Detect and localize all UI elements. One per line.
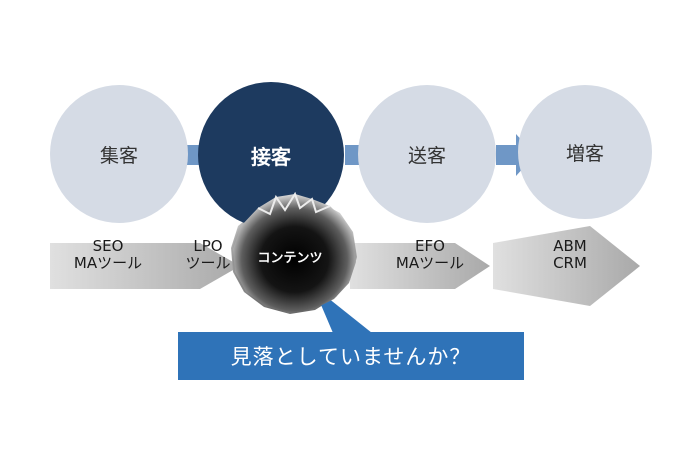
tool-label: MAツール [73,254,143,272]
callout-text: 見落としていませんか？ [230,345,472,369]
tool-label: SEO [92,237,124,255]
stage-name-1: 集客 [99,144,138,167]
callout-box: 見落としていませんか？ [178,332,524,380]
content-gap-label: コンテンツ [257,251,323,266]
tool-label: ABM [553,237,587,255]
stage-name-2: 接客 [251,144,291,169]
stage-tools-2: LPO ツール [175,238,241,272]
stage-circle-4: 増客 [518,85,652,219]
tool-label: LPO [193,237,223,255]
stage-name-4: 増客 [565,142,604,165]
band-segment-1 [50,243,240,289]
tool-label: EFO [415,237,445,255]
stage-tools-4: ABM CRM [525,238,615,272]
stage-tools-1: SEO MAツール [58,238,158,272]
stage-tools-3: EFO MAツール [380,238,480,272]
band-segment-4 [493,226,640,306]
stage-circle-1: 集客 [50,85,188,223]
tool-label: ツール [185,254,231,272]
stage-circle-3: 送客 [358,85,496,223]
stage-circle-2-active: 接客 [198,82,344,228]
tool-label: MAツール [395,254,465,272]
tool-label: CRM [553,254,587,272]
stage-name-3: 送客 [407,144,446,167]
band-segment-3 [350,243,490,289]
